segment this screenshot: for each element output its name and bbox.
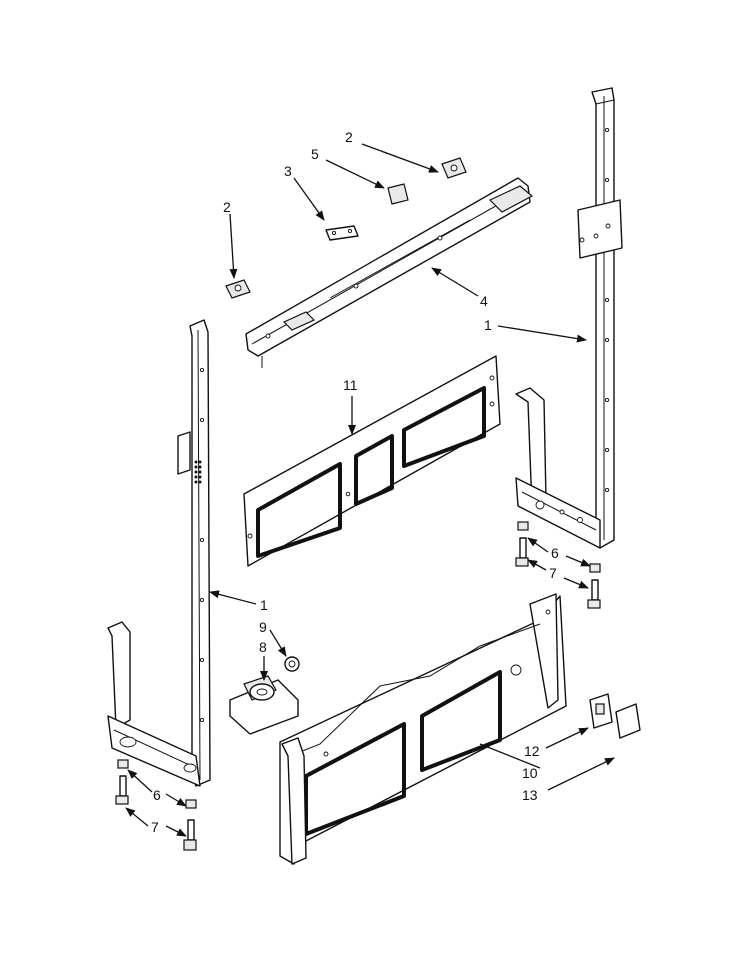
callout-labels: 2 5 3 2 4 1 11 1 9 8 6 7 6 7 12 10 13 xyxy=(151,129,559,835)
callout-5: 5 xyxy=(311,146,319,162)
callout-1-right: 1 xyxy=(484,317,492,333)
callout-10: 10 xyxy=(522,765,538,781)
callout-1-left: 1 xyxy=(260,597,268,613)
strap-part-3 xyxy=(325,225,359,241)
callout-8: 8 xyxy=(259,639,267,655)
cover-part-13 xyxy=(615,703,641,739)
leader-lines xyxy=(125,143,615,837)
middle-panel xyxy=(243,355,501,567)
callout-7-left: 7 xyxy=(151,819,159,835)
callout-11: 11 xyxy=(343,377,358,393)
switch-part-12 xyxy=(589,693,613,729)
callout-4: 4 xyxy=(480,293,488,309)
callout-7-right: 7 xyxy=(549,565,557,581)
left-leveling-feet xyxy=(115,759,197,851)
callout-3: 3 xyxy=(284,163,292,179)
callout-12: 12 xyxy=(524,743,540,759)
top-bracket-right xyxy=(441,157,467,179)
callout-6-right: 6 xyxy=(551,545,559,561)
left-side-frame xyxy=(107,319,211,787)
top-bracket-left xyxy=(225,279,251,299)
callout-13: 13 xyxy=(522,787,538,803)
callout-6-left: 6 xyxy=(153,787,161,803)
water-valve xyxy=(229,656,300,735)
callout-2-left: 2 xyxy=(223,199,231,215)
bottom-toe-panel xyxy=(279,593,567,865)
left-frame-slots xyxy=(194,460,202,484)
top-rail xyxy=(245,177,534,368)
callout-9: 9 xyxy=(259,619,267,635)
callout-2-top: 2 xyxy=(345,129,353,145)
clip-part-5 xyxy=(387,183,409,205)
right-side-frame xyxy=(515,87,623,549)
